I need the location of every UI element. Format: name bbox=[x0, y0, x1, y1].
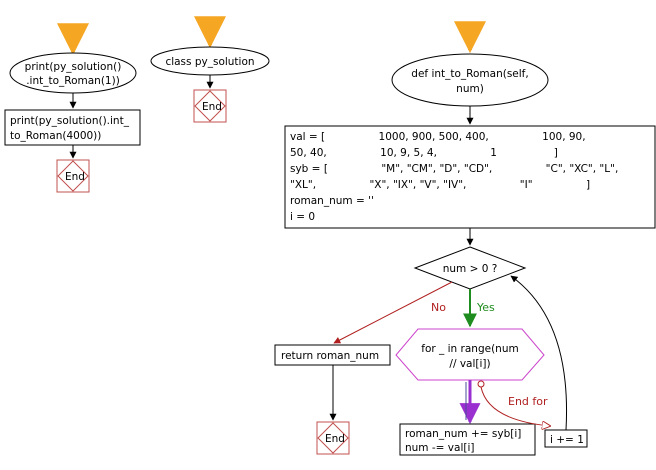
init-line3: syb = [ "M", "CM", "D", "CD", "C", "XC",… bbox=[290, 163, 618, 175]
end-box-main bbox=[316, 421, 350, 455]
return-text: return roman_num bbox=[281, 350, 379, 362]
end-for-label: End for bbox=[508, 395, 548, 408]
loop-exit-dot bbox=[477, 380, 485, 388]
func-def-line2: num) bbox=[456, 83, 484, 95]
call1-line2: .int_to_Roman(1)) bbox=[26, 75, 120, 87]
no-arrow bbox=[333, 281, 453, 344]
init-box bbox=[284, 125, 656, 229]
class-def: class py_solution bbox=[165, 56, 254, 68]
for-loop-hexagon bbox=[395, 328, 545, 381]
for-line1: for _ in range(num bbox=[421, 343, 518, 355]
end-box-class bbox=[193, 89, 227, 123]
end-diamond-left bbox=[57, 160, 89, 192]
func-terminal bbox=[391, 53, 549, 107]
init-line2: 50, 40, 10, 9, 5, 4, 1 ] bbox=[290, 147, 558, 159]
no-label: No bbox=[431, 301, 446, 314]
end-label-class: End bbox=[202, 101, 222, 113]
init-line5: roman_num = '' bbox=[290, 195, 374, 207]
init-line1: val = [ 1000, 900, 500, 400, 100, 90, bbox=[290, 131, 586, 143]
for-line2: // val[i]) bbox=[449, 358, 490, 370]
call1-line1: print(py_solution() bbox=[25, 61, 122, 73]
loop-body-line1: roman_num += syb[i] bbox=[405, 428, 521, 440]
condition-text: num > 0 ? bbox=[443, 263, 498, 275]
loop-body-line2: num -= val[i] bbox=[405, 442, 474, 454]
loop-body-box bbox=[399, 423, 536, 456]
end-for-arrow bbox=[480, 386, 550, 426]
end-box-left bbox=[56, 159, 90, 193]
init-line6: i = 0 bbox=[290, 211, 315, 223]
call2-box bbox=[4, 109, 141, 146]
back-arrow bbox=[510, 275, 568, 431]
call1-terminal bbox=[9, 52, 137, 94]
call2-line1: print(py_solution().int_ bbox=[10, 115, 130, 127]
end-diamond-main bbox=[317, 422, 349, 454]
call2-line2: to_Roman(4000)) bbox=[10, 130, 101, 142]
end-diamond-class bbox=[194, 90, 226, 122]
init-line4: "XL", "X", "IX", "V", "IV", "I" ] bbox=[290, 179, 590, 191]
yes-label: Yes bbox=[476, 301, 495, 314]
end-label-main: End bbox=[325, 433, 345, 445]
end-label-left: End bbox=[65, 171, 85, 183]
increment-text: i += 1 bbox=[550, 434, 584, 446]
func-def-line1: def int_to_Roman(self, bbox=[411, 68, 528, 80]
